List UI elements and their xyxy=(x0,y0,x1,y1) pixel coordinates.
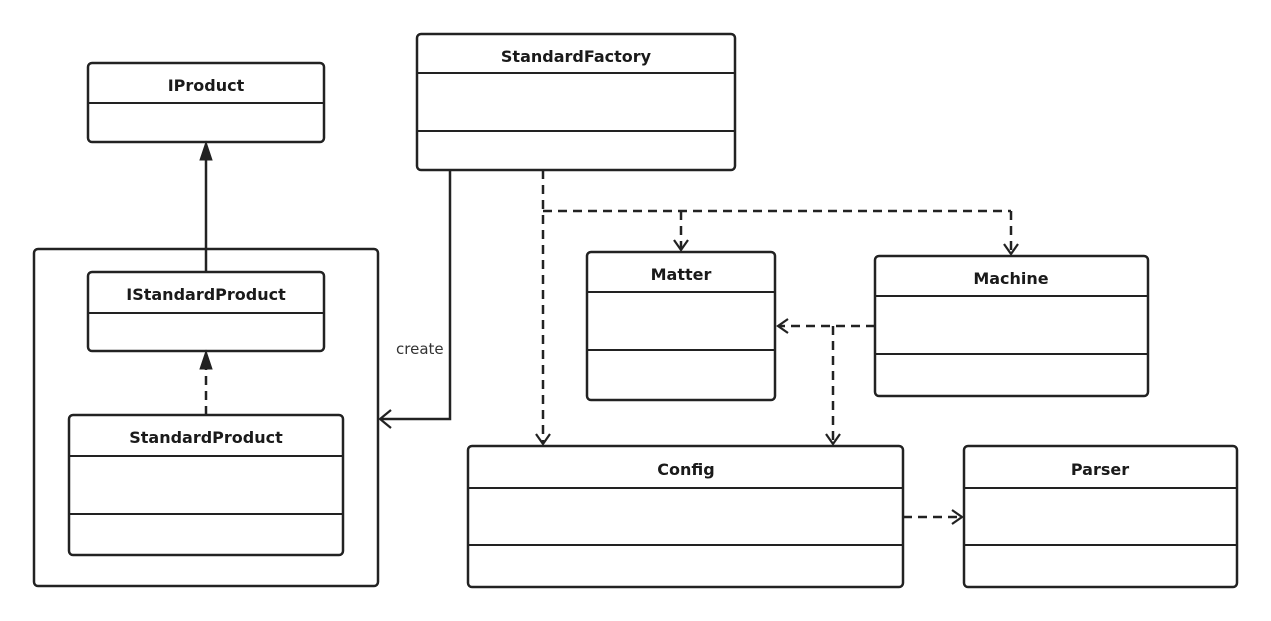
edge-machine-depends-matter xyxy=(776,318,875,334)
class-standard-factory[interactable]: StandardFactory xyxy=(415,32,737,172)
class-parser-title: Parser xyxy=(1071,460,1129,479)
edge-standardproduct-implements-istandardproduct xyxy=(199,349,213,415)
edge-factory-depends-matter-machine xyxy=(543,209,1019,256)
class-istandard-product[interactable]: IStandardProduct xyxy=(86,270,326,353)
edge-config-depends-parser xyxy=(903,509,964,525)
edge-machine-depends-config xyxy=(825,326,841,446)
class-matter-title: Matter xyxy=(651,265,712,284)
class-machine-title: Machine xyxy=(973,269,1048,288)
class-config[interactable]: Config xyxy=(466,444,905,589)
class-iproduct[interactable]: IProduct xyxy=(86,61,326,144)
class-standard-product-title: StandardProduct xyxy=(129,428,283,447)
edge-factory-creates-product xyxy=(378,170,452,429)
edge-factory-depends-config xyxy=(535,170,551,446)
class-parser[interactable]: Parser xyxy=(962,444,1239,589)
class-iproduct-title: IProduct xyxy=(168,76,245,95)
class-matter[interactable]: Matter xyxy=(585,250,777,402)
class-istandard-product-title: IStandardProduct xyxy=(126,285,286,304)
class-standard-factory-title: StandardFactory xyxy=(501,47,652,66)
class-config-title: Config xyxy=(657,460,714,479)
edge-istandardproduct-extends-iproduct xyxy=(199,140,213,272)
class-machine[interactable]: Machine xyxy=(873,254,1150,398)
create-label: create xyxy=(396,340,444,358)
class-standard-product[interactable]: StandardProduct xyxy=(67,413,345,557)
